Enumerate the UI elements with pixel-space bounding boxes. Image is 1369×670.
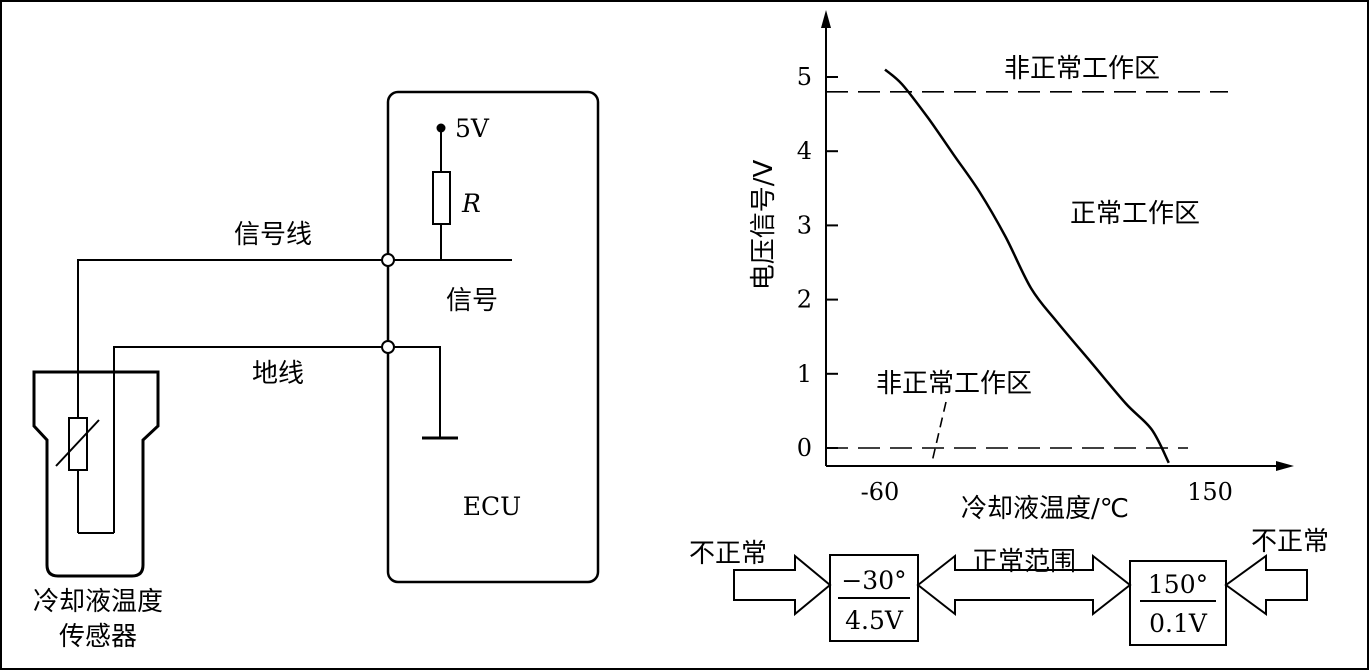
right-abnormal-label: 不正常 xyxy=(1251,527,1329,557)
sensor-housing xyxy=(32,370,160,578)
y-tick-label: 3 xyxy=(797,211,812,239)
x-tick-label-min: -60 xyxy=(861,478,900,506)
x-axis-label: 冷却液温度/℃ xyxy=(961,494,1129,524)
left-abnormal-arrow xyxy=(733,553,832,617)
normal-range-label: 正常范围 xyxy=(972,547,1076,577)
right-threshold-temp: 150° xyxy=(1148,570,1208,599)
y-axis-arrow xyxy=(821,10,831,28)
lower-label-leader xyxy=(931,401,947,463)
right-threshold-volt: 0.1V xyxy=(1149,609,1208,638)
x-axis-arrow xyxy=(1276,461,1294,471)
ground-wire-label: 地线 xyxy=(252,359,304,389)
y-ticks: 0 1 2 3 4 5 xyxy=(797,63,838,462)
series-line xyxy=(884,68,1170,464)
supply-label: 5V xyxy=(455,114,490,143)
y-axis-label: 电压信号/V xyxy=(749,160,779,291)
upper-abnormal-label: 非正常工作区 xyxy=(1004,54,1160,84)
left-abnormal-label: 不正常 xyxy=(689,539,767,569)
sensor-label-line2: 传感器 xyxy=(59,622,137,652)
left-threshold-temp: −30° xyxy=(841,566,906,595)
y-tick-label: 5 xyxy=(797,63,812,91)
pullup-resistor xyxy=(432,171,451,225)
signal-wire-label: 信号线 xyxy=(234,220,312,250)
y-tick-label: 4 xyxy=(797,137,812,165)
thermistor-slash xyxy=(55,419,100,467)
right-threshold-box xyxy=(1129,560,1227,646)
right-abnormal-arrow xyxy=(1224,554,1308,616)
left-threshold-box xyxy=(829,554,919,642)
ground-connector xyxy=(381,340,395,354)
y-tick-label: 1 xyxy=(797,360,812,388)
lower-abnormal-label: 非正常工作区 xyxy=(876,369,1032,399)
range-bar: 不正常 −30° 4.5V 正常范围 150° 0.1V 不正常 xyxy=(689,527,1329,646)
y-tick-label: 2 xyxy=(797,286,812,314)
ecu-box xyxy=(386,90,600,584)
normal-region-label: 正常工作区 xyxy=(1070,199,1200,229)
y-tick-label: 0 xyxy=(797,434,812,462)
signal-connector xyxy=(381,253,395,267)
ground-wire xyxy=(113,346,382,533)
sensor-label-line1: 冷却液温度 xyxy=(33,587,163,617)
signal-wire xyxy=(77,259,382,420)
left-threshold-volt: 4.5V xyxy=(845,606,904,635)
x-tick-label-max: 150 xyxy=(1187,478,1233,506)
resistor-label: R xyxy=(461,189,481,218)
ecu-label: ECU xyxy=(463,492,521,521)
circuit-diagram: ECU 5V R 信号线 信号 地线 冷却液温度 传感器 xyxy=(32,90,600,652)
voltage-temperature-chart: 0 1 2 3 4 5 -60 150 冷却液温度/℃ 电压信号/V 非正常工作区 正常工… xyxy=(749,10,1294,524)
thermistor xyxy=(68,417,88,471)
ground-wire-internal xyxy=(394,346,441,437)
signal-label: 信号 xyxy=(446,286,498,316)
